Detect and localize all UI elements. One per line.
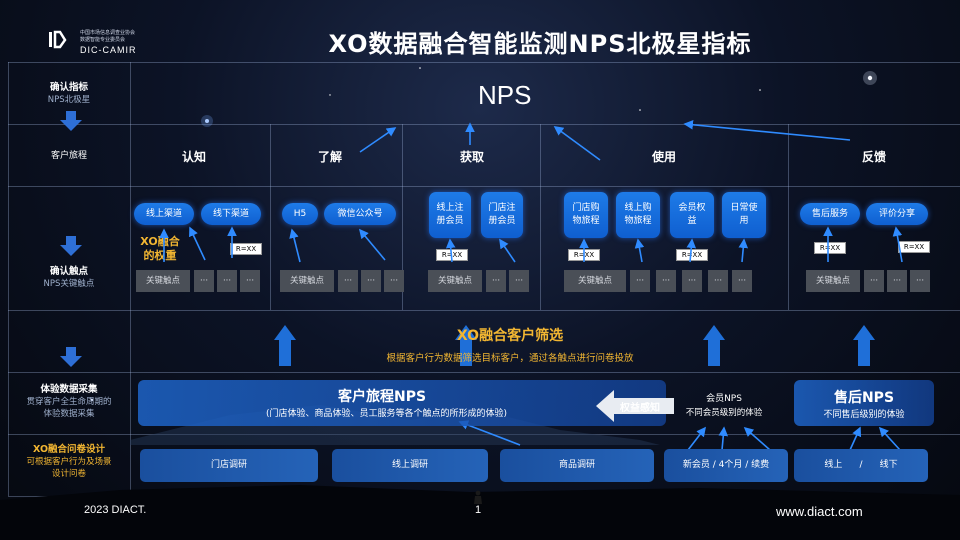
touchpoint-more: ··· xyxy=(732,270,752,292)
touchpoint-more: ··· xyxy=(682,270,702,292)
logo-cn-line2: 数据智能专业委员会 xyxy=(80,37,126,43)
touch-online-shopping[interactable]: 线上购物旅程 xyxy=(616,192,660,238)
filter-subtitle: 根据客户行为数据筛选目标客户，通过各触点进行问卷投放 xyxy=(386,353,634,364)
survey-store[interactable]: 门店调研 xyxy=(140,449,318,482)
journey-nps-subtitle: (门店体验、商品体验、员工服务等各个触点的所形成的体验) xyxy=(266,409,508,419)
down-arrow-icon xyxy=(60,111,82,131)
page-number: 1 xyxy=(475,504,482,516)
row-label-touchpoint: 确认触点 NPS关键触点 xyxy=(43,266,95,289)
touch-aftersale[interactable]: 售后服务 xyxy=(800,203,860,225)
journey-nps-band: 客户旅程NPS (门店体验、商品体验、员工服务等各个触点的所形成的体验) xyxy=(138,380,666,426)
touch-store-shopping[interactable]: 门店购物旅程 xyxy=(564,192,608,238)
nps-north-star: NPS xyxy=(478,80,532,110)
aftersale-nps-band: 售后NPS 不同售后级别的体验 xyxy=(794,380,934,426)
key-touchpoint: 关键触点 xyxy=(806,270,860,292)
touchpoint-more: ··· xyxy=(864,270,884,292)
filter-title: XO融合客户筛选 xyxy=(456,328,564,344)
person-silhouette-icon xyxy=(474,490,482,504)
touch-online-channel[interactable]: 线上渠道 xyxy=(134,203,194,225)
stage-liaojie: 了解 xyxy=(317,150,342,164)
touch-member-rights[interactable]: 会员权益 xyxy=(670,192,714,238)
survey-online[interactable]: 线上调研 xyxy=(332,449,488,482)
key-touchpoint: 关键触点 xyxy=(564,270,626,292)
member-nps: 会员NPS 不同会员级别的体验 xyxy=(685,394,763,418)
r-value-box: R=XX xyxy=(676,249,708,261)
row-label-design: XO融合问卷设计 可根据客户行为及场景 设计问卷 xyxy=(26,444,112,479)
touch-online-register[interactable]: 线上注册会员 xyxy=(429,192,471,238)
logo: 中国市场信息调查业协会 数据智能专业委员会 DIC-CAMIR xyxy=(48,28,158,62)
xo-weight-label: XO融合 的权重 xyxy=(140,235,180,262)
r-value-box: R=XX xyxy=(898,241,930,253)
touchpoint-more: ··· xyxy=(509,270,529,292)
touchpoint-more: ··· xyxy=(338,270,358,292)
key-touchpoint: 关键触点 xyxy=(428,270,482,292)
page-title: XO数据融合智能监测NPS北极星指标 xyxy=(328,30,752,58)
logo-cn-line1: 中国市场信息调查业协会 xyxy=(80,30,136,36)
key-touchpoint: 关键触点 xyxy=(136,270,190,292)
touch-wechat[interactable]: 微信公众号 xyxy=(324,203,396,225)
left-arrow-icon xyxy=(596,390,674,422)
r-value-box: R=XX xyxy=(230,243,262,255)
logo-en: DIC-CAMIR xyxy=(80,45,137,55)
touchpoint-more: ··· xyxy=(910,270,930,292)
key-touchpoint: 关键触点 xyxy=(280,270,334,292)
equity-perception: 权益感知 xyxy=(620,403,660,414)
journey-nps-title: 客户旅程NPS xyxy=(338,389,427,405)
touchpoint-more: ··· xyxy=(361,270,381,292)
aftersale-nps-title: 售后NPS xyxy=(833,390,895,406)
row-label-collect: 体验数据采集 贯穿客户全生命周期的 体验数据采集 xyxy=(26,384,112,419)
down-arrow-icon xyxy=(60,236,82,256)
touchpoint-more: ··· xyxy=(217,270,237,292)
touch-offline-channel[interactable]: 线下渠道 xyxy=(201,203,261,225)
touchpoint-more: ··· xyxy=(887,270,907,292)
footer-website[interactable]: www.diact.com xyxy=(776,504,863,519)
row-label-confirm: 确认指标 NPS北极星 xyxy=(47,82,91,105)
survey-channel[interactable]: 线上 / 线下 xyxy=(794,449,928,482)
touchpoint-more: ··· xyxy=(384,270,404,292)
stage-huoqu: 获取 xyxy=(459,150,484,164)
touch-daily-use[interactable]: 日常使用 xyxy=(722,192,766,238)
logo-mark-icon xyxy=(49,30,67,49)
stage-shiyong: 使用 xyxy=(651,150,676,164)
stage-fankui: 反馈 xyxy=(861,150,886,164)
row-label-journey: 客户旅程 xyxy=(50,151,87,161)
touch-review-share[interactable]: 评价分享 xyxy=(866,203,928,225)
aftersale-nps-subtitle: 不同售后级别的体验 xyxy=(823,410,905,420)
touchpoint-more: ··· xyxy=(240,270,260,292)
touchpoint-more: ··· xyxy=(708,270,728,292)
up-arrow-icon xyxy=(274,325,875,366)
touchpoint-more: ··· xyxy=(486,270,506,292)
down-arrow-icon xyxy=(60,347,82,367)
touchpoint-more: ··· xyxy=(630,270,650,292)
touchpoint-more: ··· xyxy=(656,270,676,292)
stage-renzhi: 认知 xyxy=(181,150,206,164)
footer-copyright: 2023 DIACT. xyxy=(84,504,147,516)
survey-member[interactable]: 新会员 / 4个月 / 续费 xyxy=(664,449,788,482)
r-value-box: R=XX xyxy=(814,242,846,254)
touchpoint-more: ··· xyxy=(194,270,214,292)
touch-h5[interactable]: H5 xyxy=(282,203,318,225)
survey-product[interactable]: 商品调研 xyxy=(500,449,654,482)
touch-store-register[interactable]: 门店注册会员 xyxy=(481,192,523,238)
